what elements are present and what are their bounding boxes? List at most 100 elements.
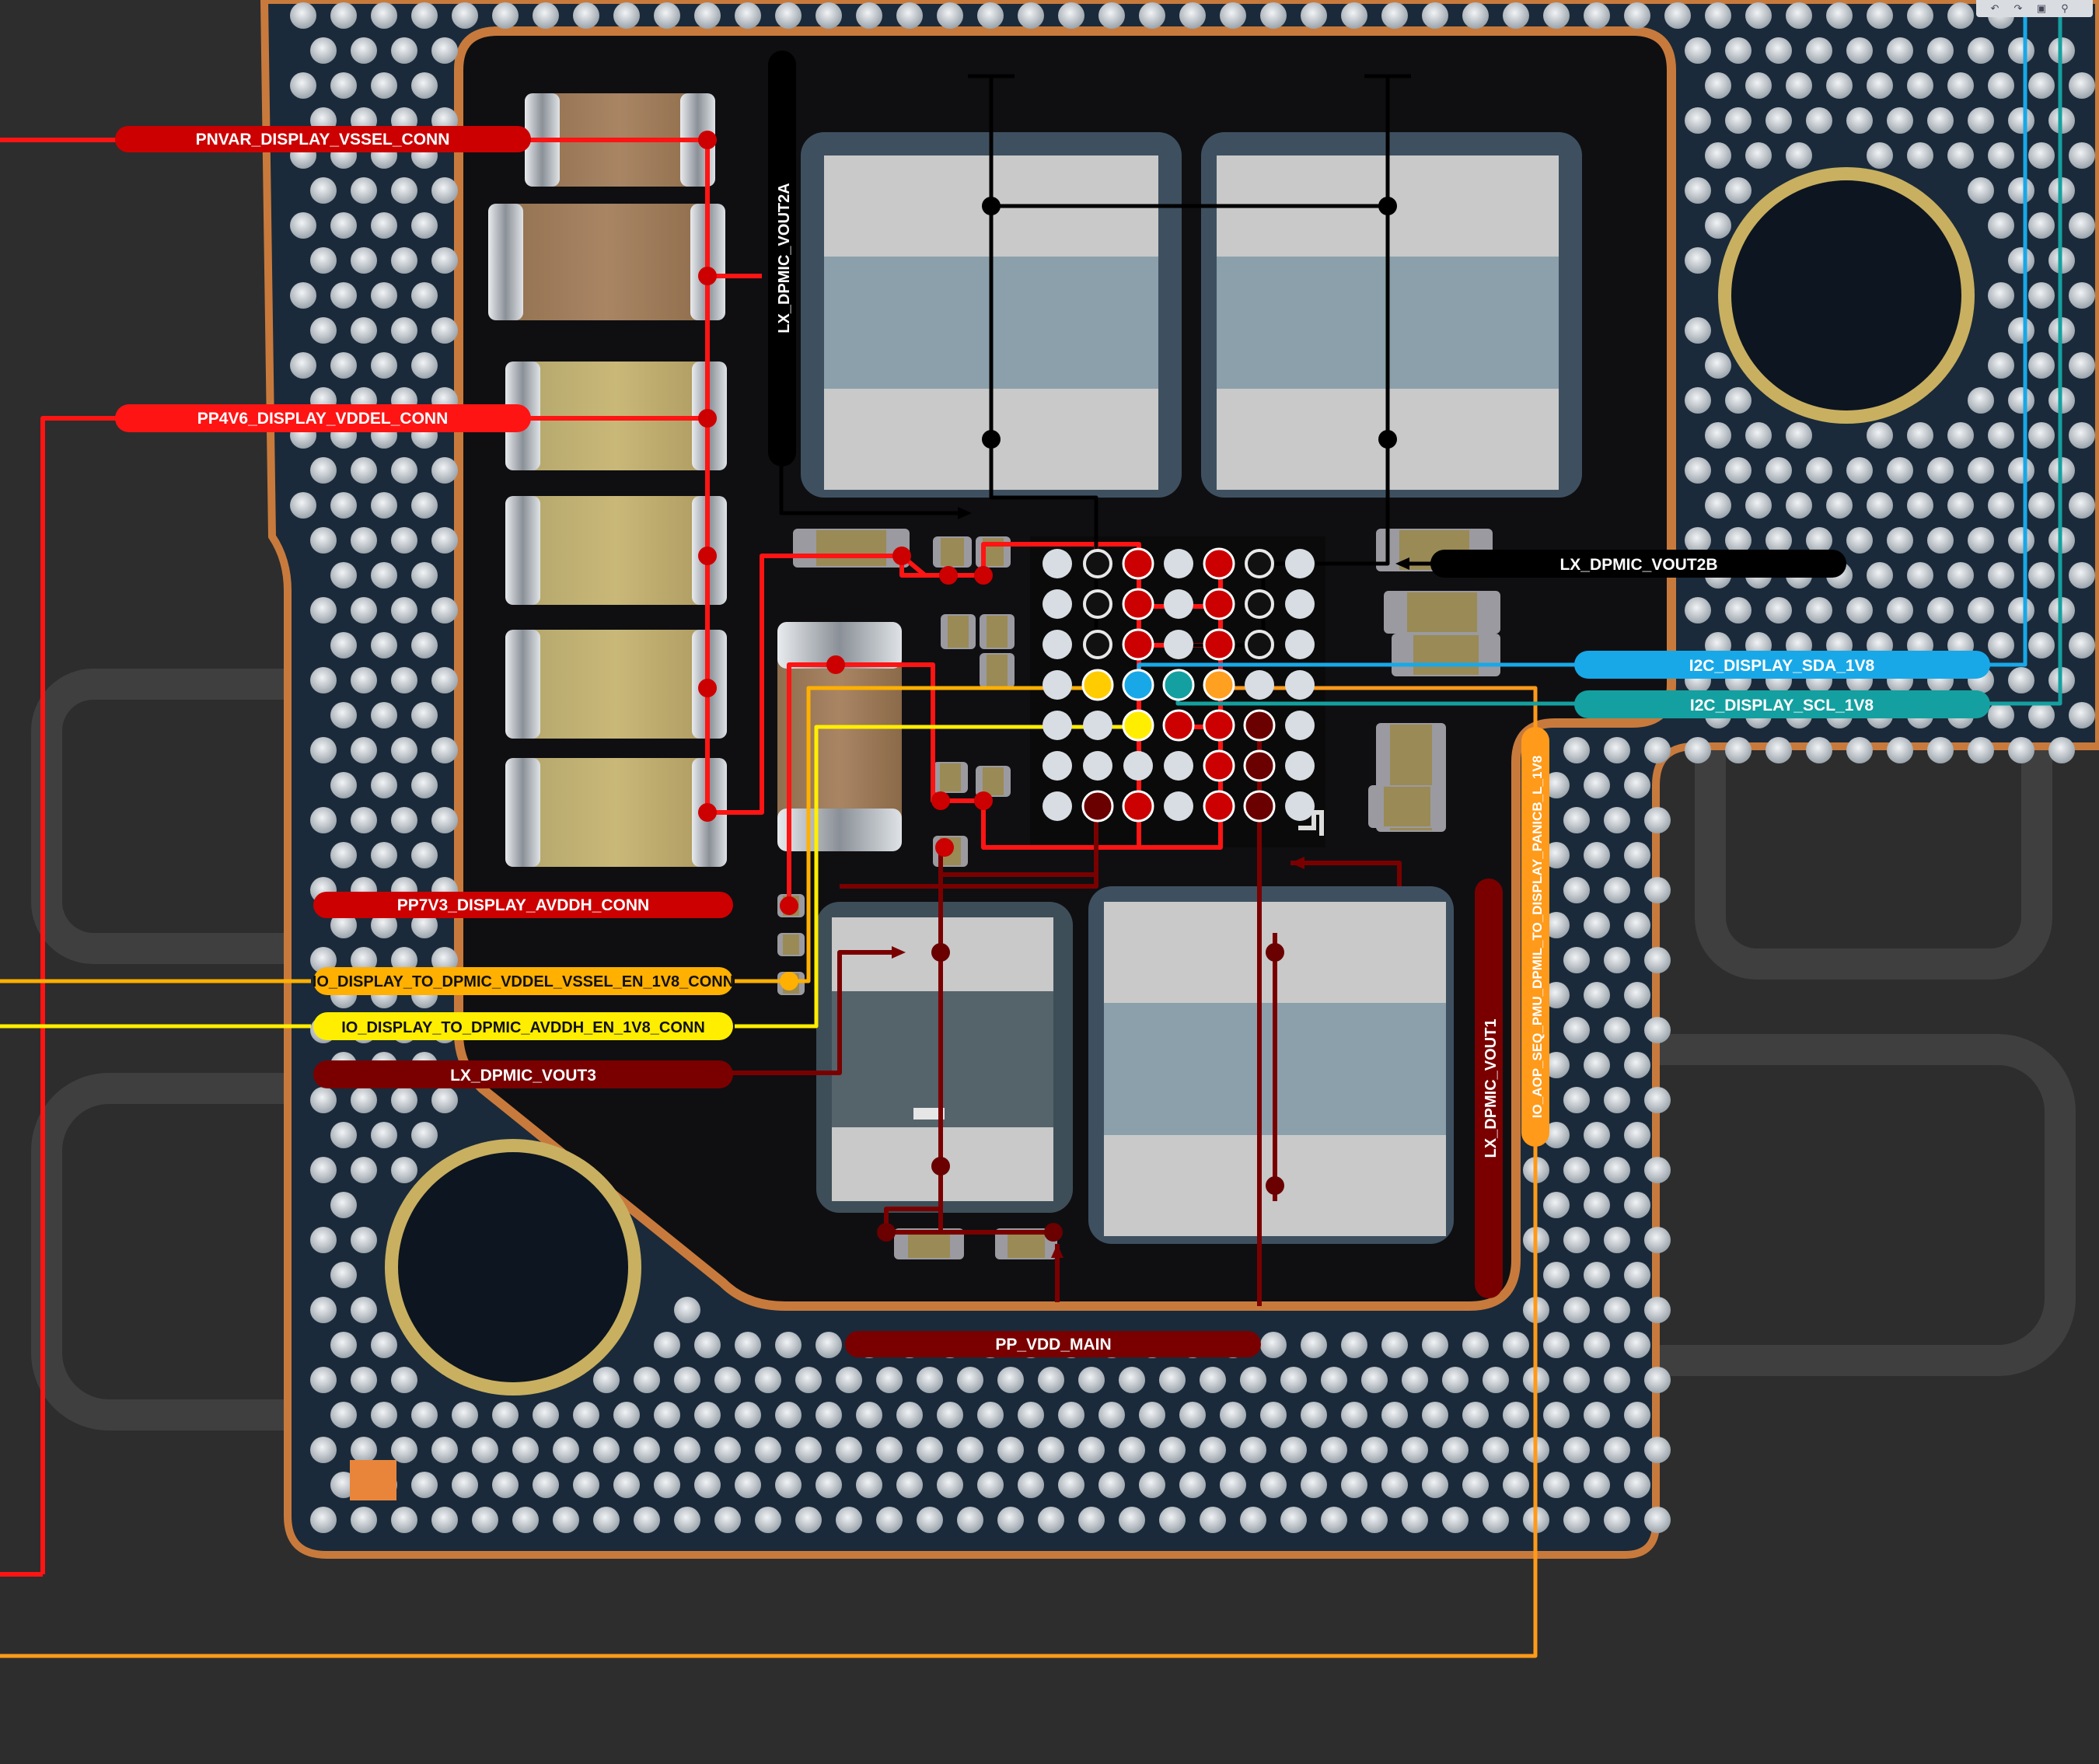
label-lx-vout2b: LX_DPMIC_VOUT2B xyxy=(1430,550,1846,578)
bga-ball xyxy=(1203,669,1235,701)
solder-pad xyxy=(391,1437,417,1463)
solder-pad xyxy=(1685,527,1711,554)
junction-dot xyxy=(982,197,1001,215)
solder-pad xyxy=(1098,1402,1125,1428)
solder-pad xyxy=(674,1367,700,1393)
solder-pad xyxy=(1584,1332,1610,1358)
solder-pad xyxy=(371,212,397,239)
capacitor xyxy=(505,630,727,739)
solder-pad xyxy=(1705,72,1731,99)
solder-pad xyxy=(330,352,357,379)
solder-pad xyxy=(1765,457,1792,484)
label-io-aop-text: IO_AOP_SEQ_PMU_DPMIL_TO_DISPLAY_PANICB_L… xyxy=(1530,756,1545,1118)
solder-pad xyxy=(1260,1472,1287,1498)
solder-pad xyxy=(816,2,842,29)
fit-icon[interactable]: ▣ xyxy=(2036,2,2047,14)
solder-pad xyxy=(1725,457,1751,484)
solder-pad xyxy=(654,1402,680,1428)
bga-ball xyxy=(1164,751,1193,781)
solder-pad xyxy=(573,1402,599,1428)
solder-pad xyxy=(1604,807,1630,833)
undo-icon[interactable]: ↶ xyxy=(1990,2,1999,14)
bga-ball xyxy=(1122,628,1154,661)
smd-component xyxy=(976,536,1011,568)
solder-pad xyxy=(1341,1402,1367,1428)
solder-pad xyxy=(1664,2,1691,29)
solder-pad xyxy=(431,527,458,554)
solder-pad xyxy=(1786,142,1812,169)
solder-pad xyxy=(351,457,377,484)
solder-pad xyxy=(1685,597,1711,624)
solder-pad xyxy=(1078,1507,1105,1533)
solder-pad xyxy=(2028,422,2055,449)
solder-pad xyxy=(452,1472,478,1498)
solder-pad xyxy=(1119,1507,1145,1533)
solder-pad xyxy=(1078,1367,1105,1393)
solder-pad xyxy=(1907,562,1933,589)
solder-pad xyxy=(1584,912,1610,938)
redo-icon[interactable]: ↷ xyxy=(2013,2,2023,14)
solder-pad xyxy=(1098,1472,1125,1498)
search-icon[interactable]: ⚲ xyxy=(2061,2,2069,14)
solder-pad xyxy=(1179,2,1206,29)
solder-pad xyxy=(1240,1437,1266,1463)
solder-pad xyxy=(1826,2,1853,29)
solder-pad xyxy=(1867,72,1893,99)
bga-ball xyxy=(1083,589,1112,619)
solder-pad xyxy=(593,1367,620,1393)
solder-pad xyxy=(755,1367,781,1393)
bga-ball xyxy=(1043,791,1072,821)
solder-pad xyxy=(856,1402,882,1428)
solder-pad xyxy=(330,282,357,309)
solder-pad xyxy=(957,1507,983,1533)
solder-pad xyxy=(775,2,802,29)
solder-pad xyxy=(1543,2,1570,29)
bga-ball xyxy=(1043,630,1072,659)
solder-pad xyxy=(1584,772,1610,798)
bga-ball xyxy=(1203,709,1235,742)
solder-pad xyxy=(431,1507,458,1533)
solder-pad xyxy=(310,37,337,64)
solder-pad xyxy=(735,1402,761,1428)
solder-pad xyxy=(330,1192,357,1218)
solder-pad xyxy=(310,597,337,624)
solder-pad xyxy=(876,1367,903,1393)
solder-pad xyxy=(654,2,680,29)
solder-pad xyxy=(1503,1332,1529,1358)
solder-pad xyxy=(1745,492,1772,519)
solder-pad xyxy=(1765,527,1792,554)
junction-dot xyxy=(982,430,1001,449)
solder-pad xyxy=(1624,2,1650,29)
solder-pad xyxy=(1179,1402,1206,1428)
solder-pad xyxy=(694,2,721,29)
solder-pad xyxy=(1887,107,1913,134)
solder-pad xyxy=(391,317,417,344)
solder-pad xyxy=(1422,1332,1448,1358)
solder-pad xyxy=(1867,492,1893,519)
solder-pad xyxy=(371,772,397,798)
solder-pad xyxy=(351,247,377,274)
solder-pad xyxy=(1786,492,1812,519)
solder-pad xyxy=(1381,2,1408,29)
solder-pad xyxy=(1765,37,1792,64)
bga-ball xyxy=(1164,791,1193,821)
smd-component xyxy=(933,762,968,793)
solder-pad xyxy=(997,1437,1024,1463)
solder-pad xyxy=(371,2,397,29)
solder-pad xyxy=(997,1367,1024,1393)
solder-pad xyxy=(391,807,417,833)
solder-pad xyxy=(2069,562,2095,589)
solder-pad xyxy=(1705,422,1731,449)
solder-pad xyxy=(330,632,357,658)
solder-pad xyxy=(1806,737,1832,763)
solder-pad xyxy=(1644,1367,1671,1393)
solder-pad xyxy=(1968,387,1994,414)
solder-pad xyxy=(371,352,397,379)
solder-pad xyxy=(1705,212,1731,239)
label-pp4v6: PP4V6_DISPLAY_VDDEL_CONN xyxy=(115,404,531,432)
solder-pad xyxy=(1543,1262,1570,1288)
solder-pad xyxy=(714,1507,741,1533)
solder-pad xyxy=(1159,1367,1186,1393)
